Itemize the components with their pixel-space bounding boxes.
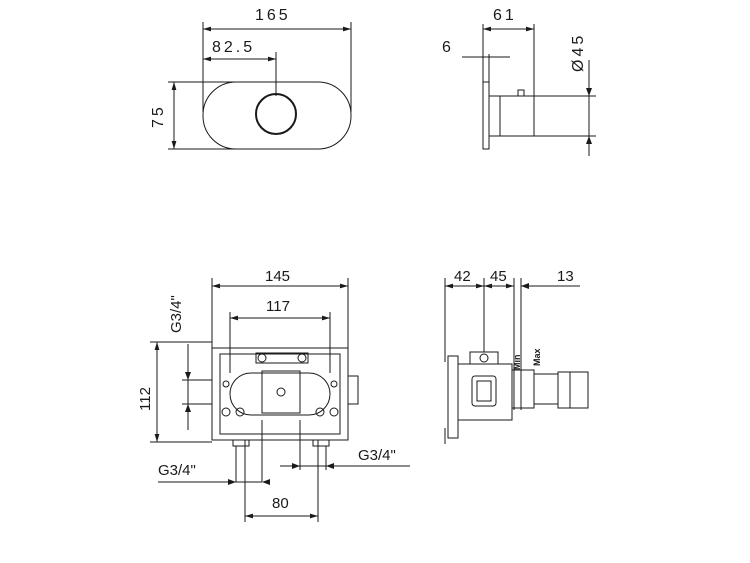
dim-80: 80 bbox=[272, 495, 289, 512]
top-front-view: 165 82.5 75 bbox=[150, 7, 352, 150]
valve-body bbox=[261, 370, 301, 414]
label-port-bottom-left: G3/4" bbox=[158, 462, 196, 479]
bottom-front-view: 145 117 112 G3/4" G3/4" G3/4" 80 bbox=[137, 268, 410, 522]
dim-82-5: 82.5 bbox=[212, 39, 255, 56]
dim-13: 13 bbox=[557, 268, 574, 285]
bottom-side-view: 42 45 13 Min Max bbox=[444, 268, 589, 444]
dim-45: 45 bbox=[490, 268, 507, 285]
cover-plate-outline bbox=[202, 81, 352, 150]
dim-61: 61 bbox=[493, 7, 517, 24]
label-min: Min bbox=[512, 355, 522, 371]
dim-6: 6 bbox=[442, 39, 454, 56]
dim-145: 145 bbox=[265, 268, 290, 285]
handle-knob bbox=[255, 93, 297, 135]
valve-body-side bbox=[457, 363, 513, 421]
top-side-view: 61 6 Ø45 bbox=[442, 7, 596, 156]
dim-diameter-45: Ø45 bbox=[570, 33, 587, 72]
bracket bbox=[447, 355, 459, 439]
label-port-side: G3/4" bbox=[168, 295, 185, 333]
dim-117: 117 bbox=[266, 298, 290, 315]
mounting-frame-outer bbox=[211, 347, 349, 441]
plate-profile bbox=[482, 81, 490, 150]
dim-75: 75 bbox=[150, 104, 167, 128]
dim-42: 42 bbox=[454, 268, 471, 285]
dim-112: 112 bbox=[137, 387, 154, 411]
dim-165: 165 bbox=[255, 7, 291, 24]
cutout-oval bbox=[229, 372, 331, 416]
label-max: Max bbox=[532, 348, 542, 366]
handle-body bbox=[488, 95, 535, 137]
label-port-bottom-right: G3/4" bbox=[358, 447, 396, 464]
side-port bbox=[347, 375, 359, 405]
